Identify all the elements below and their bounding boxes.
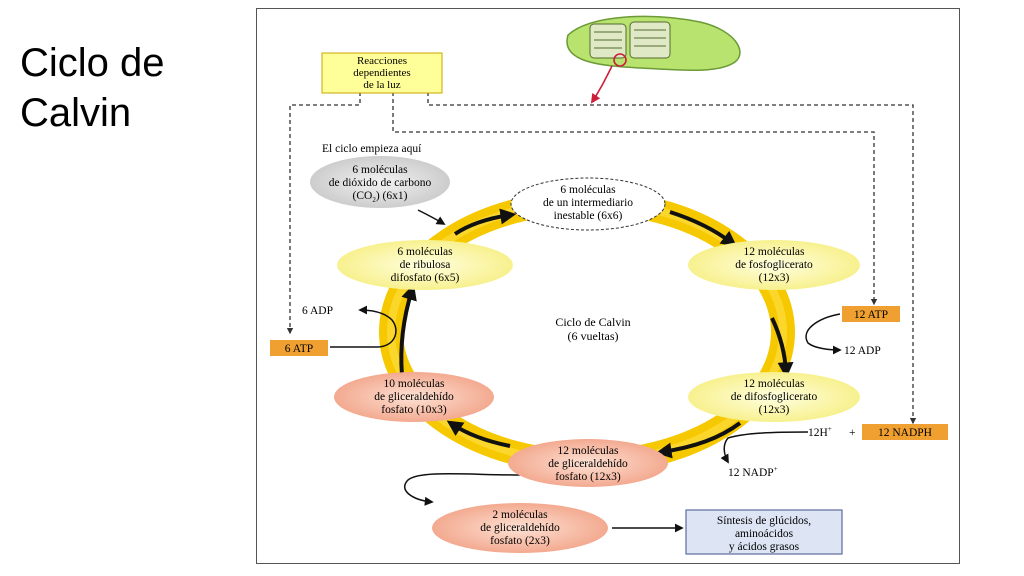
side-arrows — [330, 209, 842, 533]
rubp-line-1: 6 moléculas — [397, 246, 453, 258]
dpga-line-3: (12x3) — [759, 404, 790, 416]
intermediate-node: 6 moléculas de un intermediario inestabl… — [510, 177, 666, 231]
phosphoglycerate-node: 12 moléculas de fosfoglicerato (12x3) — [688, 240, 860, 290]
center-label-line-1: Ciclo de Calvin — [555, 315, 630, 329]
light-reactions-line-2: dependientes — [353, 67, 410, 79]
co2-node: 6 moléculas de dióxido de carbono (CO2) … — [310, 156, 450, 208]
co2-line-2: de dióxido de carbono — [329, 177, 432, 189]
atp-12-box: 12 ATP — [842, 306, 900, 322]
center-label-line-2: (6 vueltas) — [568, 329, 619, 343]
synthesis-line-3: y ácidos grasos — [729, 541, 800, 553]
atp-6-label: 6 ATP — [285, 343, 313, 355]
nadp-12-superscript: + — [774, 465, 778, 473]
plus-sign: + — [849, 427, 856, 439]
adp-6-label: 6 ADP — [302, 305, 333, 317]
dpga-line-1: 12 moléculas — [744, 378, 806, 390]
g3p12-line-1: 12 moléculas — [558, 445, 620, 457]
co2-formula: (CO — [353, 190, 373, 202]
g3p2-line-3: fosfato (2x3) — [490, 535, 550, 547]
nadph-12-box: 12 NADPH — [862, 424, 948, 440]
synthesis-box: Síntesis de glúcidos, aminoácidos y ácid… — [685, 509, 843, 555]
nadp-12-text: 12 NADP — [728, 467, 774, 479]
g3p2-line-1: 2 moléculas — [492, 509, 548, 521]
g3p10-line-3: fosfato (10x3) — [381, 404, 447, 416]
light-reactions-box: Reacciones dependientes de la luz — [321, 52, 443, 94]
nadp-12-label: 12 NADP+ — [728, 465, 778, 479]
synthesis-line-2: aminoácidos — [735, 528, 794, 540]
chloroplast-icon — [566, 15, 741, 104]
dashed-connectors — [286, 92, 917, 425]
g3p12-line-2: de gliceraldehído — [548, 458, 628, 470]
slide-title: Ciclo de Calvin — [20, 38, 165, 138]
pga-line-3: (12x3) — [759, 272, 790, 284]
g3p10-line-2: de gliceraldehído — [374, 391, 454, 403]
intermediate-line-3: inestable (6x6) — [554, 210, 623, 222]
rubp-line-3: difosfato (6x5) — [391, 272, 460, 284]
atp-12-label: 12 ATP — [854, 309, 888, 321]
synthesis-line-1: Síntesis de glúcidos, — [717, 515, 811, 527]
g3p12-line-3: fosfato (12x3) — [555, 471, 621, 483]
title-line-2: Calvin — [20, 91, 132, 135]
intermediate-line-1: 6 moléculas — [560, 184, 616, 196]
diphosphoglycerate-node: 12 moléculas de difosfoglicerato (12x3) — [688, 372, 860, 422]
g3p-10-node: 10 moléculas de gliceraldehído fosfato (… — [334, 372, 494, 422]
co2-subscript: 2 — [372, 196, 376, 204]
g3p2-line-2: de gliceraldehído — [480, 522, 560, 534]
h-12-label: 12H+ — [808, 425, 832, 439]
nadph-12-label: 12 NADPH — [878, 427, 932, 439]
pga-line-1: 12 moléculas — [744, 246, 806, 258]
rubp-node: 6 moléculas de ribulosa difosfato (6x5) — [337, 240, 513, 290]
co2-line-1: 6 moléculas — [352, 164, 408, 176]
pga-line-2: de fosfoglicerato — [735, 259, 813, 271]
cycle-arrows — [399, 208, 794, 459]
adp-12-label: 12 ADP — [844, 345, 881, 357]
g3p10-line-1: 10 moléculas — [384, 378, 446, 390]
start-label: El ciclo empieza aquí — [322, 143, 422, 155]
intermediate-line-2: de un intermediario — [543, 197, 633, 209]
co2-line-3: (CO2) (6x1) — [353, 190, 408, 204]
g3p-2-node: 2 moléculas de gliceraldehído fosfato (2… — [432, 503, 608, 553]
atp-6-box: 6 ATP — [270, 340, 328, 356]
light-reactions-line-1: Reacciones — [357, 55, 407, 67]
title-line-1: Ciclo de — [20, 41, 165, 85]
rubp-line-2: de ribulosa — [400, 259, 451, 271]
g3p-12-node: 12 moléculas de gliceraldehído fosfato (… — [508, 439, 668, 487]
h-12-superscript: + — [828, 425, 832, 433]
light-reactions-line-3: de la luz — [363, 79, 400, 91]
h-12-text: 12H — [808, 427, 828, 439]
dpga-line-2: de difosfoglicerato — [731, 391, 818, 403]
co2-count: ) (6x1) — [376, 190, 408, 202]
